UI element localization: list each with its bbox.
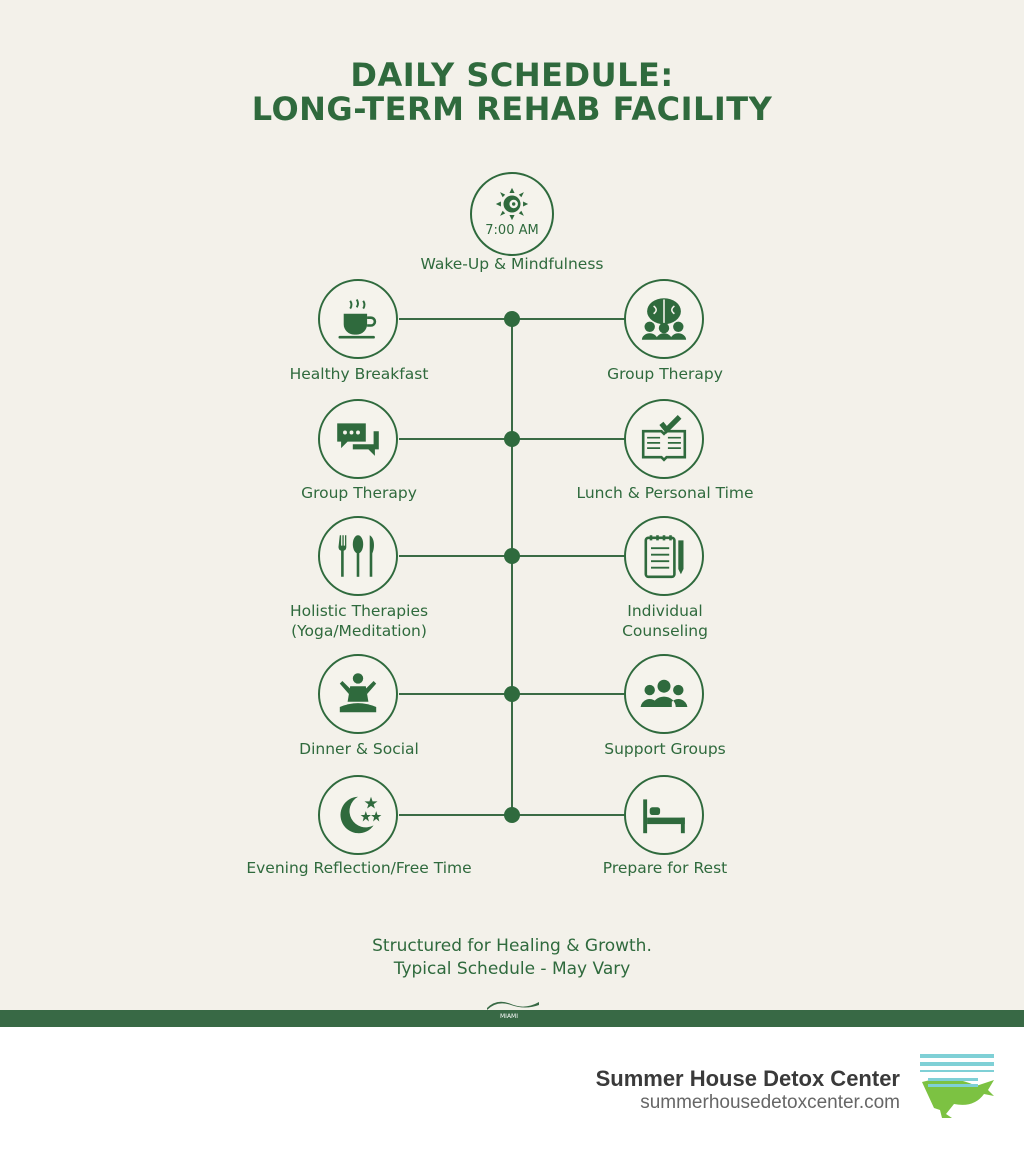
wave-logo-icon <box>487 1001 539 1010</box>
label-healthy-breakfast: Healthy Breakfast <box>289 365 429 383</box>
brand-name: Summer House Detox Center <box>595 1066 900 1091</box>
timeline-spine <box>511 319 513 815</box>
footer-band: MIAMI <box>0 1010 1024 1027</box>
brand-block: Summer House Detox Center summerhousedet… <box>596 1066 900 1114</box>
start-time: 7:00 AM <box>485 222 539 238</box>
chat-bubbles-icon <box>337 423 379 456</box>
label-lunch-personal: Lunch & Personal Time <box>576 484 754 502</box>
node-healthy-breakfast <box>318 279 398 359</box>
label-support-groups: Support Groups <box>604 740 726 758</box>
node-support-groups <box>624 654 704 734</box>
label-group-therapy-right: Group Therapy <box>607 365 723 383</box>
label-holistic-therapies: Holistic Therapies (Yoga/Meditation) <box>229 601 489 641</box>
title-line-1: DAILY SCHEDULE: <box>350 56 674 94</box>
meditation-icon <box>339 673 377 713</box>
node-group-therapy-right <box>624 279 704 359</box>
bed-icon <box>643 799 685 834</box>
brand-url[interactable]: summerhousedetoxcenter.com <box>640 1092 900 1113</box>
sun-eye-icon <box>495 187 529 220</box>
timeline-dot <box>504 548 520 564</box>
node-individual-counseling <box>624 516 704 596</box>
label-dinner-social: Dinner & Social <box>299 740 419 758</box>
node-group-therapy-left <box>318 399 398 479</box>
label-evening-reflection: Evening Reflection/Free Time <box>246 859 472 877</box>
footer <box>0 1027 1024 1154</box>
brain-group-icon <box>641 298 687 340</box>
book-check-icon <box>641 415 687 462</box>
timeline-dot <box>504 431 520 447</box>
node-dinner-social <box>318 654 398 734</box>
people-group-icon <box>640 679 688 707</box>
label-line: (Yoga/Meditation) <box>291 622 427 640</box>
label-line: Counseling <box>622 622 708 640</box>
coffee-cup-icon <box>338 298 377 339</box>
gecko-logo-icon <box>920 1054 994 1118</box>
label-line: Individual <box>627 602 703 620</box>
start-node: 7:00 AM <box>470 172 554 256</box>
node-lunch-personal <box>624 399 704 479</box>
timeline-dot <box>504 807 520 823</box>
node-prepare-rest <box>624 775 704 855</box>
label-prepare-rest: Prepare for Rest <box>602 859 728 877</box>
node-holistic-therapies <box>318 516 398 596</box>
label-group-therapy-left: Group Therapy <box>301 484 417 502</box>
summer-house-logo <box>918 1052 998 1132</box>
notepad-pen-icon <box>644 535 684 579</box>
footnote-line-2: Typical Schedule - May Vary <box>393 959 631 979</box>
moon-stars-icon <box>340 796 382 834</box>
utensils-icon <box>338 535 375 577</box>
timeline-dot <box>504 311 520 327</box>
label-line: Holistic Therapies <box>289 602 429 620</box>
band-text: MIAMI <box>500 1013 518 1020</box>
footnote-line-1: Structured for Healing & Growth. <box>372 936 652 956</box>
node-evening-reflection <box>318 775 398 855</box>
start-label: Wake-Up & Mindfulness <box>420 255 604 273</box>
title-line-2: LONG-TERM REHAB FACILITY <box>251 90 773 128</box>
timeline-dot <box>504 686 520 702</box>
